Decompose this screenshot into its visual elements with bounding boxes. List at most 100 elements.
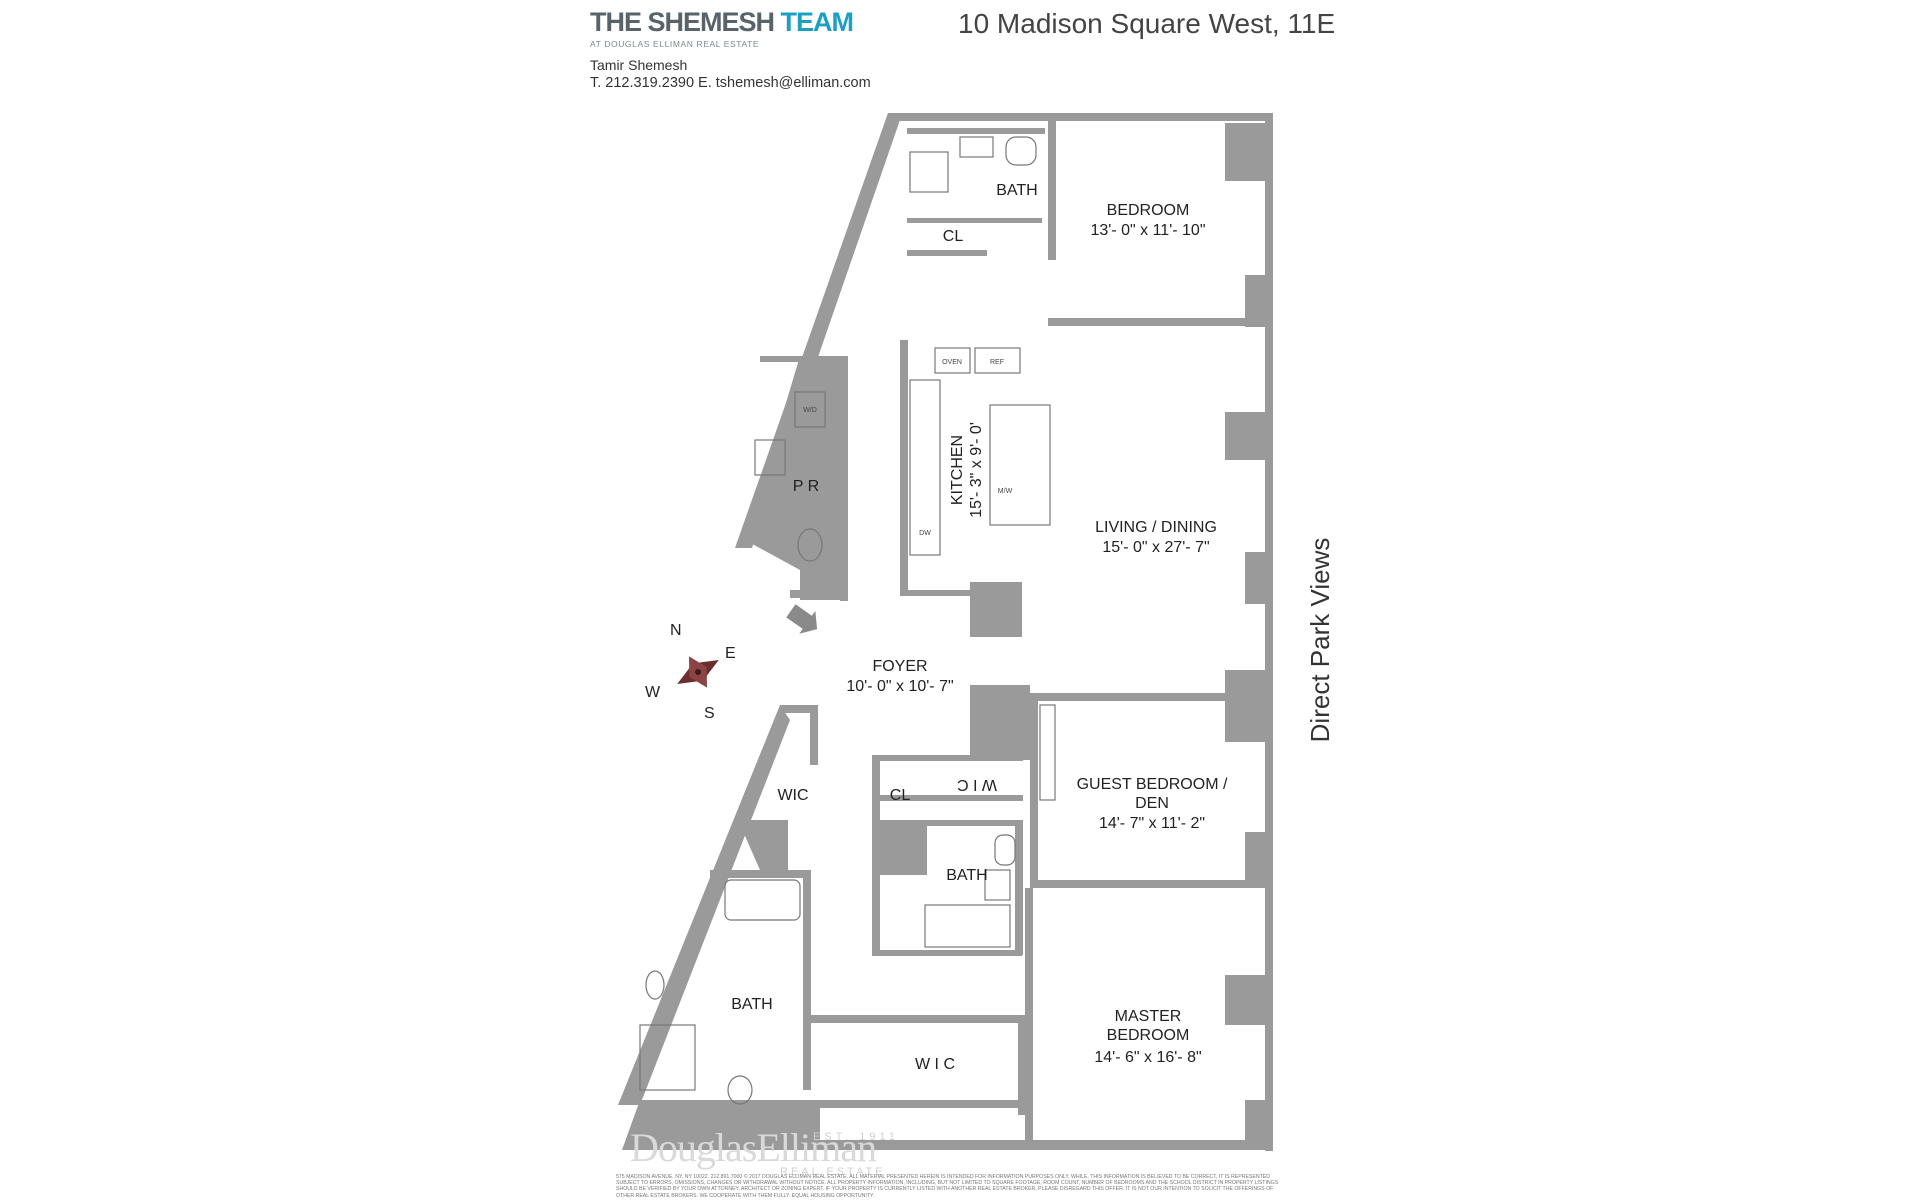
living-name: LIVING / DINING xyxy=(1095,519,1217,536)
column-3 xyxy=(1225,412,1270,460)
bath-top-label: BATH xyxy=(996,182,1037,199)
master-dimensions: 14'- 6" x 16'- 8" xyxy=(1094,1049,1201,1066)
listing-title: 10 Madison Square West, 11E xyxy=(958,8,1336,39)
kitchen-column xyxy=(970,582,1022,637)
south-wall xyxy=(820,1140,1273,1150)
master-shower xyxy=(639,1024,696,1091)
kitchen-south-wall xyxy=(900,590,980,596)
fixture-labels: OVEN REF W/D M/W DW xyxy=(803,359,1012,537)
dw-label: DW xyxy=(919,530,931,537)
cl-wall xyxy=(907,250,987,256)
mid-shower xyxy=(924,904,1011,948)
master-west-wall xyxy=(1025,888,1033,1143)
mid-column xyxy=(872,820,927,875)
wic-master-label: W I C xyxy=(915,1056,955,1073)
master-wic-east-wall xyxy=(1018,1015,1026,1115)
footer-brand-watermark: DouglasElliman xyxy=(630,1125,877,1170)
pr-south-wall xyxy=(790,590,848,598)
brand-subtitle: AT DOUGLAS ELLIMAN REAL ESTATE xyxy=(590,39,760,49)
column-6 xyxy=(1245,832,1273,884)
cl-top-label: CL xyxy=(943,228,964,245)
compass-rose-icon: N E S W xyxy=(645,622,736,722)
master-name-line1: MASTER xyxy=(1115,1008,1182,1025)
cl-mid-label: CL xyxy=(890,787,911,804)
master-toilet xyxy=(727,1075,753,1105)
guest-closet xyxy=(1039,704,1056,801)
bedroom-south-wall xyxy=(1048,318,1273,326)
toilet-top xyxy=(1005,136,1037,166)
wic-mid-label: W I C xyxy=(957,776,997,793)
master-bath-east-wall xyxy=(803,870,811,1090)
cl-wic-top-wall xyxy=(873,755,1023,761)
bedroom-west-wall xyxy=(1048,120,1056,260)
mid-toilet xyxy=(994,834,1016,866)
bath-mid-top-wall xyxy=(920,820,1020,826)
guest-name-line1: GUEST BEDROOM / xyxy=(1077,776,1228,793)
column-1 xyxy=(1225,123,1270,181)
footer-real-estate: REAL ESTATE xyxy=(780,1166,886,1178)
kitchen-dimensions: 15'- 3" x 9'- 0' xyxy=(968,422,985,518)
bath-lower-wall xyxy=(907,218,1042,223)
wd-label: W/D xyxy=(803,407,817,414)
guest-dimensions: 14'- 7" x 11'- 2" xyxy=(1099,815,1205,832)
master-name-line2: BEDROOM xyxy=(1107,1027,1190,1044)
kitchen-west-wall xyxy=(900,340,908,595)
bath-mid-bottom-wall xyxy=(872,950,1022,956)
north-wall xyxy=(888,113,1273,121)
living-dimensions: 15'- 0" x 27'- 7" xyxy=(1102,539,1209,556)
washer-dryer xyxy=(794,391,826,428)
oven-label: OVEN xyxy=(942,359,962,366)
master-bath-top-wall xyxy=(710,870,810,878)
agent-name: Tamir Shemesh xyxy=(590,57,688,73)
cl-wic-bottom-wall xyxy=(873,795,1023,801)
kitchen-island xyxy=(989,404,1051,526)
guest-west-wall xyxy=(1030,693,1038,883)
ref-label: REF xyxy=(990,359,1004,366)
wic-left-east-wall xyxy=(810,705,818,765)
room-labels: BEDROOM 13'- 0" x 11'- 10" BATH CL P R K… xyxy=(731,182,1228,1073)
footer-est: EST. 1911 xyxy=(813,1131,899,1143)
walls xyxy=(618,113,1273,1151)
column-7 xyxy=(1225,975,1270,1025)
bath-mid-label: BATH xyxy=(946,867,987,884)
oven-box xyxy=(934,347,971,374)
pr-east-wall xyxy=(840,356,848,601)
wic-left-top-wall xyxy=(780,705,815,713)
brand-logo: THE SHEMESH TEAM xyxy=(590,7,854,38)
wic-left-column xyxy=(738,820,788,870)
compass-w: W xyxy=(645,684,661,701)
mw-label: M/W xyxy=(998,488,1013,495)
master-tub xyxy=(724,879,801,921)
brand-main: THE SHEMESH xyxy=(590,7,775,37)
wic-left-label: WIC xyxy=(777,787,808,804)
guest-north-wall xyxy=(1030,693,1273,701)
foyer-dimensions: 10'- 0" x 10'- 7" xyxy=(846,678,953,695)
shower-top xyxy=(909,151,949,193)
agent-contact: T. 212.319.2390 E. tshemesh@elliman.com xyxy=(590,75,871,91)
footer-disclaimer: 575 MADISON AVENUE, NY, NY 10022. 212.89… xyxy=(616,1174,1279,1199)
entry-arrow-icon xyxy=(786,604,818,634)
kitchen-name: KITCHEN xyxy=(949,435,966,505)
master-wic-top-wall xyxy=(805,1015,1025,1023)
direct-park-views-label: Direct Park Views xyxy=(1305,537,1335,743)
compass-e: E xyxy=(725,645,736,662)
guest-column xyxy=(970,685,1030,760)
compass-s: S xyxy=(704,705,715,722)
master-bath-south-wall xyxy=(622,1100,820,1150)
ref-box xyxy=(974,347,1021,374)
column-5 xyxy=(1225,670,1270,742)
foyer-name: FOYER xyxy=(872,658,927,675)
bath-mid-east-wall xyxy=(1015,820,1023,955)
fixtures xyxy=(639,136,1056,1105)
bedroom-dimensions: 13'- 0" x 11'- 10" xyxy=(1090,222,1205,239)
east-window-wall xyxy=(1265,113,1273,1151)
pr-sink xyxy=(754,439,786,476)
column-2 xyxy=(1245,275,1273,327)
bath-top-wall xyxy=(907,128,1045,134)
powder-room-walls xyxy=(745,356,845,600)
master-north-wall xyxy=(1030,880,1273,888)
sink-top xyxy=(959,136,994,158)
pr-top-wall xyxy=(760,356,848,362)
guest-name-line2: DEN xyxy=(1135,795,1169,812)
